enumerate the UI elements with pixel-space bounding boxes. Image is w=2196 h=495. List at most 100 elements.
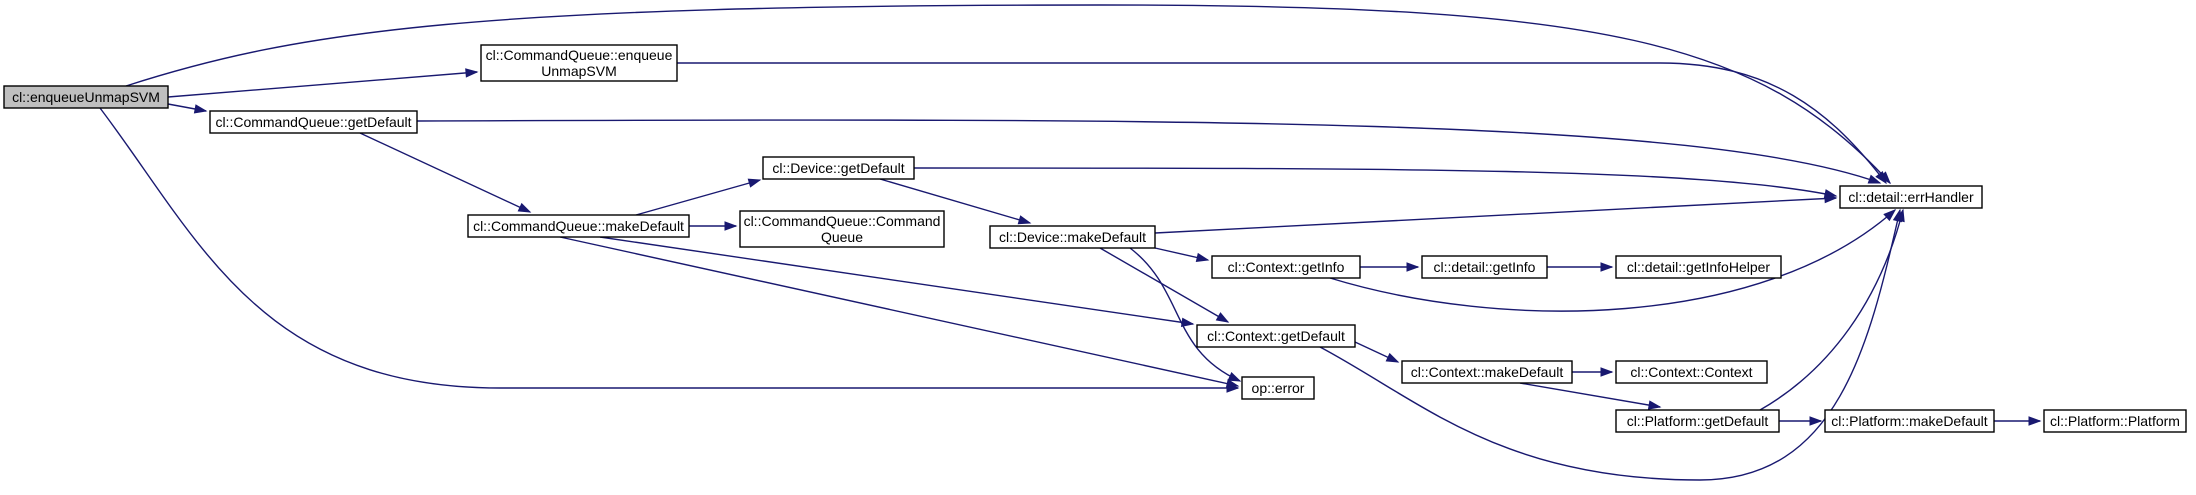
node-label: cl::Platform::getDefault [1627,413,1769,429]
node-detail_getInfoHelper[interactable]: cl::detail::getInfoHelper [1615,255,1782,279]
edge-line [416,119,1881,184]
node-box[interactable] [1615,255,1782,279]
edge-cq_makeDefault-to-cq_ctor [689,221,738,231]
edge-arrowhead [1215,312,1230,323]
edge-line [1329,209,1896,312]
edge-device_makeDefault-to-errHandler [1154,193,1838,234]
node-op_error[interactable]: op::error [1241,376,1315,400]
node-enqueueUnmapSVM[interactable]: cl::enqueueUnmapSVM [3,85,169,109]
node-box[interactable] [1421,255,1548,279]
edge-cq_enqueueUnmapSVM-to-errHandler [677,62,1887,185]
edge-arrowhead [2028,416,2042,426]
edge-arrowhead [1824,193,1838,204]
edge-line [599,236,1194,325]
edge-arrowhead [747,178,762,188]
node-box[interactable] [1824,409,1995,433]
edge-arrowhead [1600,262,1614,272]
edge-line [359,132,531,213]
node-box[interactable] [1401,360,1573,384]
node-platform_ctor[interactable]: cl::Platform::Platform [2043,409,2187,433]
node-label: cl::enqueueUnmapSVM [12,89,160,105]
edge-platform_makeDefault-to-platform_ctor [1994,416,2042,426]
node-context_ctor[interactable]: cl::Context::Context [1615,360,1768,384]
edge-arrowhead [1809,416,1823,426]
edge-line [879,178,1031,224]
node-box[interactable] [209,110,418,134]
edge-arrowhead [1227,372,1242,382]
node-box[interactable] [1196,324,1356,348]
node-label: cl::CommandQueue::getDefault [215,114,411,130]
node-device_getDefault[interactable]: cl::Device::getDefault [762,156,915,180]
edge-context_getDefault-to-errHandler [1319,208,1903,481]
node-detail_getInfo[interactable]: cl::detail::getInfo [1421,255,1548,279]
edge-line [99,107,1238,389]
edge-arrowhead [1406,262,1420,272]
node-box[interactable] [739,210,945,248]
node-device_makeDefault[interactable]: cl::Device::makeDefault [989,225,1156,249]
node-box[interactable] [480,44,678,82]
node-box[interactable] [3,85,169,109]
node-label: op::error [1252,380,1305,396]
node-box[interactable] [2043,409,2187,433]
node-box[interactable] [1241,376,1315,400]
node-cq_makeDefault[interactable]: cl::CommandQueue::makeDefault [467,214,690,238]
edge-enqueueUnmapSVM-to-cq_enqueueUnmapSVM [167,68,479,98]
edge-context_getDefault-to-context_makeDefault [1354,341,1400,363]
node-cq_ctor[interactable]: cl::CommandQueue::CommandQueue [739,210,945,248]
node-label: Queue [821,229,863,245]
edge-line [1154,197,1837,234]
edge-line [559,236,1239,387]
node-box[interactable] [989,225,1156,249]
node-context_makeDefault[interactable]: cl::Context::makeDefault [1401,360,1573,384]
edge-cq_getDefault-to-errHandler [416,119,1882,184]
node-platform_makeDefault[interactable]: cl::Platform::makeDefault [1824,409,1995,433]
edge-line [635,179,761,216]
node-label: cl::Device::getDefault [772,160,904,176]
node-context_getDefault[interactable]: cl::Context::getDefault [1196,324,1356,348]
node-box[interactable] [1211,255,1361,279]
node-box[interactable] [1839,185,1983,209]
node-label: cl::CommandQueue::makeDefault [473,218,684,234]
nodes-layer: cl::enqueueUnmapSVM cl::CommandQueue::enq… [3,44,2187,433]
node-context_getInfo[interactable]: cl::Context::getInfo [1211,255,1361,279]
node-label: cl::detail::errHandler [1848,189,1974,205]
edge-arrowhead [465,68,479,78]
edge-cq_getDefault-to-cq_makeDefault [359,132,532,213]
edge-arrowhead [1600,367,1614,377]
node-label: cl::Context::getDefault [1207,328,1345,344]
edge-arrowhead [193,104,208,114]
edge-line [1519,382,1661,408]
node-label: cl::Device::makeDefault [999,229,1146,245]
node-cq_enqueueUnmapSVM[interactable]: cl::CommandQueue::enqueueUnmapSVM [480,44,678,82]
edge-context_getInfo-to-detail_getInfo [1360,262,1420,272]
node-box[interactable] [1615,409,1780,433]
edge-arrowhead [1647,400,1662,410]
node-box[interactable] [467,214,690,238]
edge-arrowhead [1195,252,1210,263]
edge-device_makeDefault-to-context_getDefault [1099,247,1230,323]
node-label: cl::Context::getInfo [1228,259,1345,275]
edge-device_getDefault-to-errHandler [913,167,1838,199]
node-cq_getDefault[interactable]: cl::CommandQueue::getDefault [209,110,418,134]
node-label: UnmapSVM [541,63,616,79]
edge-enqueueUnmapSVM-to-cq_getDefault [167,103,208,114]
edge-line [1759,209,1904,411]
node-label: cl::detail::getInfoHelper [1627,259,1771,275]
edge-platform_getDefault-to-platform_makeDefault [1779,416,1823,426]
edge-arrowhead [1017,215,1032,225]
edge-arrowhead [1225,378,1240,389]
node-label: cl::Platform::makeDefault [1831,413,1987,429]
node-label: cl::Context::Context [1630,364,1752,380]
edge-context_getInfo-to-errHandler [1329,209,1897,312]
node-label: cl::CommandQueue::enqueue [486,47,673,63]
node-label: cl::detail::getInfo [1434,259,1536,275]
edge-line [167,71,478,98]
edge-arrowhead [1895,208,1905,223]
node-box[interactable] [762,156,915,180]
node-errHandler[interactable]: cl::detail::errHandler [1839,185,1983,209]
edge-arrowhead [1883,209,1897,222]
node-box[interactable] [1615,360,1768,384]
edge-line [1129,247,1241,382]
edge-line [125,4,1891,184]
node-platform_getDefault[interactable]: cl::Platform::getDefault [1615,409,1780,433]
